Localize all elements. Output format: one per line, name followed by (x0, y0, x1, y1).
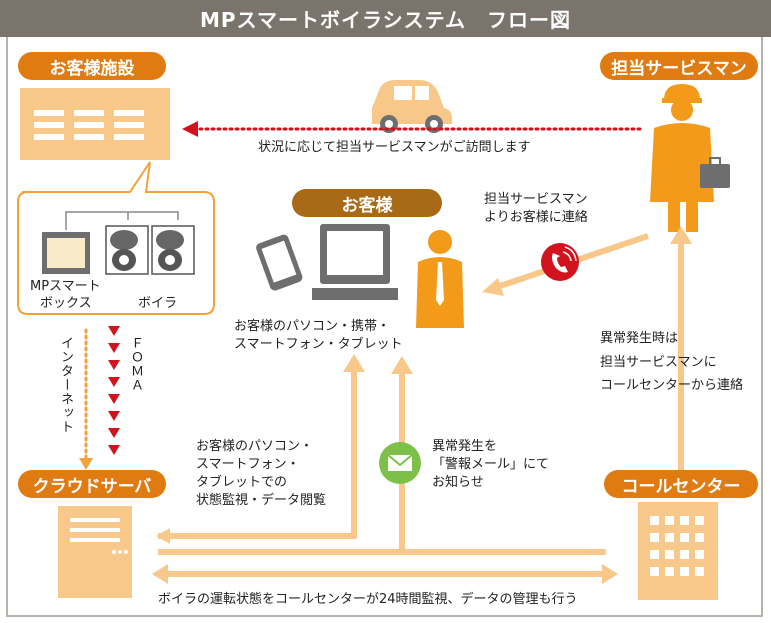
server-icon (58, 506, 132, 598)
tablet-icon (256, 234, 303, 291)
mail-icon (379, 442, 421, 484)
alert-text-3: お知らせ (432, 475, 484, 490)
building-icon (20, 88, 170, 160)
foma-arrow (108, 326, 120, 455)
car-icon (372, 80, 452, 133)
customer-person-icon (416, 230, 464, 328)
monitor-text-1: お客様のパソコン・ (196, 439, 314, 454)
cloud-server-label: クラウドサーバ (18, 470, 166, 498)
monitor-text-2: スマートフォン・ (196, 457, 300, 472)
monitor-text-3: タブレットでの (196, 475, 288, 490)
customer-label: お客様 (292, 189, 442, 217)
visit-text: 状況に応じて担当サービスマンがご訪問します (258, 140, 531, 155)
server-to-customer-arrow-1 (158, 370, 357, 539)
devices-text-2: スマートフォン・タブレット (234, 337, 403, 352)
call-center-building-icon (638, 502, 718, 600)
devices-text-1: お客様のパソコン・携帯・ (234, 319, 391, 334)
service-staff-icon (650, 84, 730, 232)
page-title: MPスマートボイラシステム フロー図 (200, 8, 571, 32)
boiler-text: ボイラ (138, 296, 178, 311)
diagram-frame (6, 37, 763, 617)
phone-icon (541, 243, 579, 281)
internet-text: インターネット (58, 336, 73, 434)
mp-smart-box-icon (42, 232, 90, 274)
abnormal-text-3: コールセンターから連絡 (600, 378, 744, 393)
customer-facility-label: お客様施設 (18, 52, 166, 80)
computer-icon (312, 224, 398, 300)
alert-text-2: 「警報メール」にて (432, 457, 550, 472)
call-center-label: コールセンター (604, 470, 758, 498)
mp-box-text-2: ボックス (40, 296, 92, 311)
title-bar: MPスマートボイラシステム フロー図 (0, 0, 771, 37)
foma-text: ＦＯＭＡ (128, 336, 143, 392)
staff-contact-text-1: 担当サービスマン (484, 192, 588, 207)
alert-text-1: 異常発生を (432, 439, 498, 454)
mp-box-text-1: MPスマート (30, 279, 101, 294)
boiler-icon (105, 225, 195, 275)
service-staff-label: 担当サービスマン (600, 52, 758, 80)
abnormal-text-1: 異常発生時は (600, 331, 679, 346)
visit-arrow-head (182, 121, 198, 137)
abnormal-text-2: 担当サービスマンに (600, 355, 717, 370)
monitor-text-4: 状態監視・データ閲覧 (196, 493, 327, 508)
bottom-text: ボイラの運転状態をコールセンターが24時間監視、データの管理も行う (158, 592, 578, 607)
staff-contact-text-2: よりお客様に連絡 (484, 210, 588, 225)
